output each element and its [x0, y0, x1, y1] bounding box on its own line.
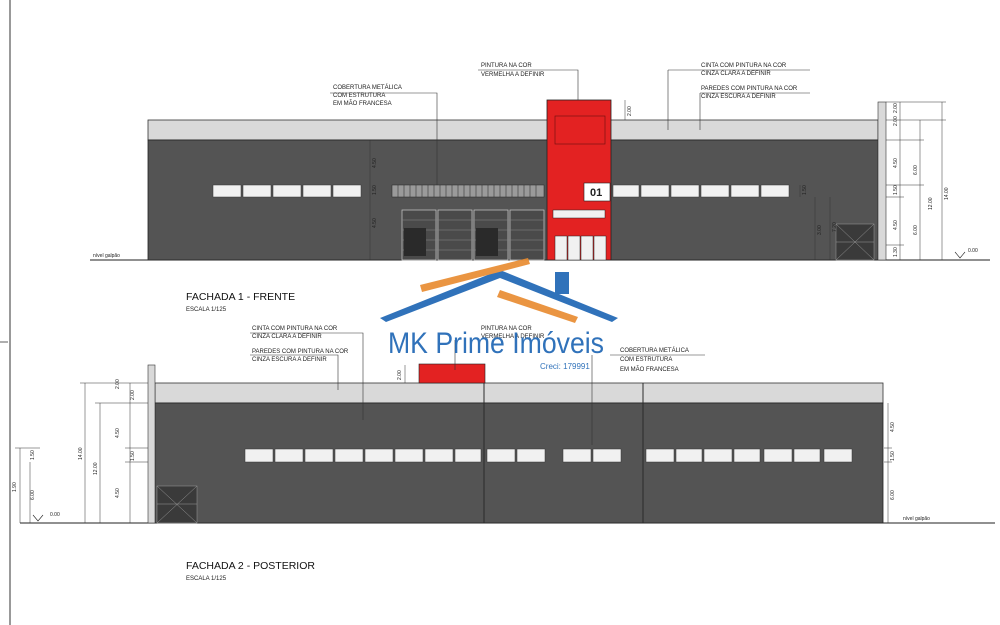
- dim-2-00: 2.00: [115, 379, 121, 389]
- note-cover-3: EM MÃO FRANCESA: [620, 366, 679, 373]
- facade-rear: nível galpão 0.00: [12, 326, 995, 582]
- dim-1-50: 1.50: [893, 185, 899, 195]
- note-band-2: CINZA CLARA A DEFINIR: [252, 334, 322, 340]
- note-band-1: CINTA COM PINTURA NA COR: [252, 326, 338, 332]
- chimney-icon: [555, 272, 569, 294]
- ground-label: nível galpão: [93, 253, 120, 259]
- truck-icon: [404, 228, 426, 256]
- note-cover-2: COM ESTRUTURA: [620, 357, 672, 363]
- dim-2-00: 2.00: [893, 116, 899, 126]
- dim-2-00: 2.00: [627, 106, 633, 116]
- facade-front: nível galpão 0.00: [90, 63, 990, 313]
- red-parapet: [418, 363, 486, 384]
- dim-6-00: 6.00: [913, 225, 919, 235]
- dim-1-50: 1.50: [802, 185, 808, 195]
- dim-3-00: 3.00: [817, 225, 823, 235]
- brand-name: MK Prime Imóveis: [388, 327, 604, 360]
- dim-1-50: 1.50: [30, 450, 36, 460]
- dim-4-50: 4.50: [372, 158, 378, 168]
- garage-doors: [401, 209, 545, 261]
- dim-2-00: 2.00: [397, 370, 403, 380]
- dim-4-50: 4.50: [893, 158, 899, 168]
- note-walls-1: PAREDES COM PINTURA NA COR: [252, 349, 349, 355]
- roof-orange-icon: [420, 258, 530, 292]
- dim-4-50: 4.50: [115, 428, 121, 438]
- note-walls-1: PAREDES COM PINTURA NA COR: [701, 86, 798, 92]
- window-strip: [244, 448, 853, 463]
- dim-6-00: 6.00: [30, 490, 36, 500]
- dim-14-00: 14.00: [78, 447, 84, 460]
- dim-6-00: 6.00: [913, 165, 919, 175]
- leader-lines: [250, 332, 705, 445]
- facade-scale: ESCALA 1/125: [186, 307, 227, 313]
- note-red-2: VERMELHA A DEFINIR: [481, 334, 545, 340]
- dim-12-00: 12.00: [93, 462, 99, 475]
- red-tower-panel: [554, 115, 606, 145]
- service-door-hatch: [156, 485, 198, 524]
- ground-label: nível galpão: [903, 516, 930, 522]
- dim-1-50: 1.50: [372, 185, 378, 195]
- dim-6-00: 6.00: [890, 490, 896, 500]
- dim-1-30: 1.30: [893, 247, 899, 257]
- entrance-doors: [554, 235, 607, 261]
- dim-2-00: 2.00: [893, 103, 899, 113]
- note-cover-1: COBERTURA METÁLICA: [620, 347, 689, 354]
- dim-4-50: 4.50: [890, 422, 896, 432]
- level-label: 0.00: [50, 512, 60, 518]
- dim-4-50: 4.50: [893, 220, 899, 230]
- wall-joints: [483, 383, 644, 523]
- dim-14-00: 14.00: [944, 187, 950, 200]
- service-door-hatch: [835, 223, 875, 261]
- window-strip-right: [612, 184, 790, 198]
- facade-scale: ESCALA 1/125: [186, 576, 227, 582]
- dim-1-50: 1.50: [890, 451, 896, 461]
- note-walls-2: CINZA ESCURA A DEFINIR: [252, 357, 327, 363]
- roof-band: [147, 119, 879, 141]
- note-cover-1: COBERTURA METÁLICA: [333, 84, 402, 91]
- dim-12-00: 12.00: [928, 197, 934, 210]
- dim-7-20: 7.20: [832, 222, 838, 232]
- dimension-lines: [15, 365, 892, 523]
- window-strip-left: [212, 184, 362, 198]
- dim-2-00: 2.00: [130, 390, 136, 400]
- level-label: 0.00: [968, 248, 978, 254]
- unit-number: 01: [590, 187, 602, 199]
- side-pillar: [877, 101, 887, 261]
- note-cover-3: EM MÃO FRANCESA: [333, 100, 392, 107]
- note-band-2: CINZA CLARA A DEFINIR: [701, 71, 771, 77]
- dimension-lines: [369, 100, 946, 260]
- note-red-1: PINTURA NA COR: [481, 63, 532, 69]
- leader-lines: [330, 69, 810, 185]
- louver-band: [391, 184, 545, 198]
- level-marker: [954, 251, 966, 259]
- side-pillar: [147, 364, 156, 524]
- dim-1-90: 1.90: [12, 482, 18, 492]
- main-wall: [154, 402, 884, 524]
- note-band-1: CINTA COM PINTURA NA COR: [701, 63, 787, 69]
- dim-4-50: 4.50: [372, 218, 378, 228]
- brand-creci: Creci: 179991: [540, 362, 590, 371]
- dim-1-50: 1.50: [130, 451, 136, 461]
- facade-title: FACHADA 2 - POSTERIOR: [186, 560, 315, 572]
- truck-icon: [476, 228, 498, 256]
- level-marker: [32, 514, 44, 522]
- louver-lines: [397, 185, 537, 197]
- note-red-2: VERMELHA A DEFINIR: [481, 72, 545, 78]
- watermark-logo: MK Prime Imóveis Creci: 179991: [380, 258, 618, 371]
- dim-4-50: 4.50: [115, 488, 121, 498]
- unit-number-plate: [583, 182, 611, 202]
- note-walls-2: CINZA ESCURA A DEFINIR: [701, 94, 776, 100]
- roof-band: [154, 382, 884, 404]
- facade-title: FACHADA 1 - FRENTE: [186, 291, 295, 303]
- note-cover-2: COM ESTRUTURA: [333, 93, 385, 99]
- tower-window: [552, 209, 606, 219]
- note-red-1: PINTURA NA COR: [481, 326, 532, 332]
- roof-orange-icon: [497, 290, 578, 323]
